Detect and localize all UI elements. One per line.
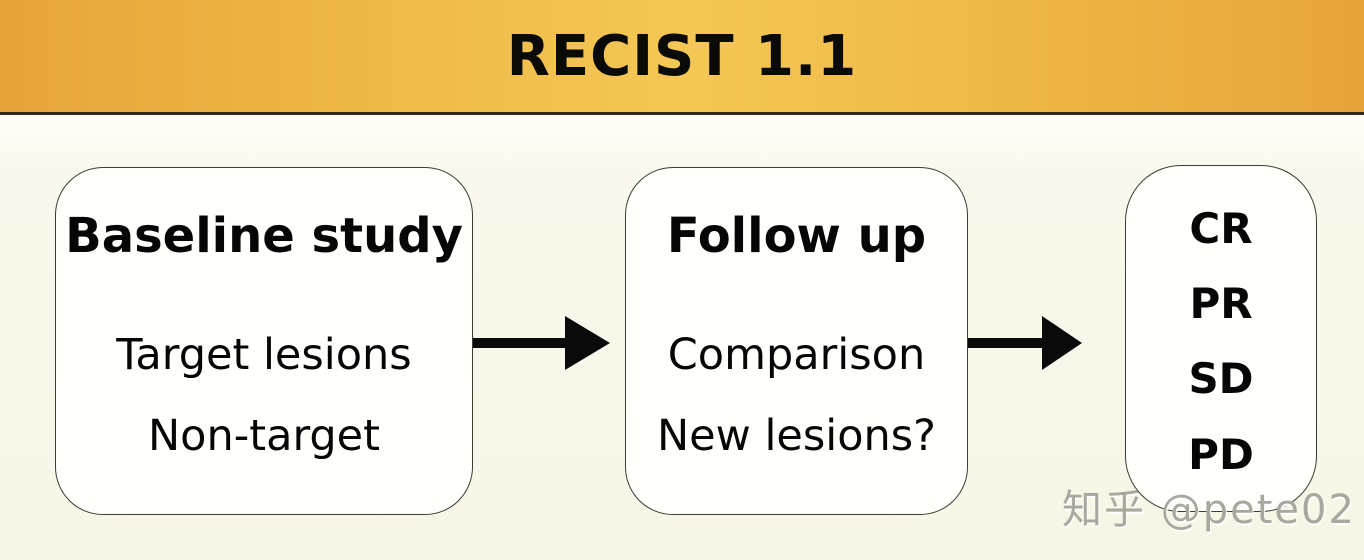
- node-baseline-study: Baseline study Target lesions Non-target: [55, 167, 473, 515]
- node-baseline-line-non-target: Non-target: [148, 411, 380, 461]
- node-baseline-title: Baseline study: [65, 208, 463, 264]
- node-followup-line-new-lesions: New lesions?: [657, 411, 936, 461]
- arrow-right-icon: [968, 316, 1082, 370]
- node-followup-line-comparison: Comparison: [667, 330, 926, 380]
- node-response-categories: CR PR SD PD: [1125, 165, 1317, 512]
- node-followup-title: Follow up: [666, 208, 927, 264]
- category-cr: CR: [1189, 204, 1253, 253]
- category-sd: SD: [1188, 354, 1254, 403]
- node-baseline-line-target-lesions: Target lesions: [116, 330, 412, 380]
- arrow-head: [1042, 316, 1082, 370]
- page-title: RECIST 1.1: [506, 23, 858, 89]
- node-follow-up: Follow up Comparison New lesions?: [625, 167, 968, 515]
- category-pr: PR: [1189, 279, 1253, 328]
- arrow-right-icon: [473, 316, 610, 370]
- watermark-text: 知乎 @pete02: [1062, 487, 1356, 533]
- category-pd: PD: [1188, 430, 1254, 479]
- arrow-shaft: [968, 338, 1046, 348]
- arrow-head: [565, 316, 610, 370]
- arrow-shaft: [473, 338, 569, 348]
- header-banner: RECIST 1.1: [0, 0, 1364, 115]
